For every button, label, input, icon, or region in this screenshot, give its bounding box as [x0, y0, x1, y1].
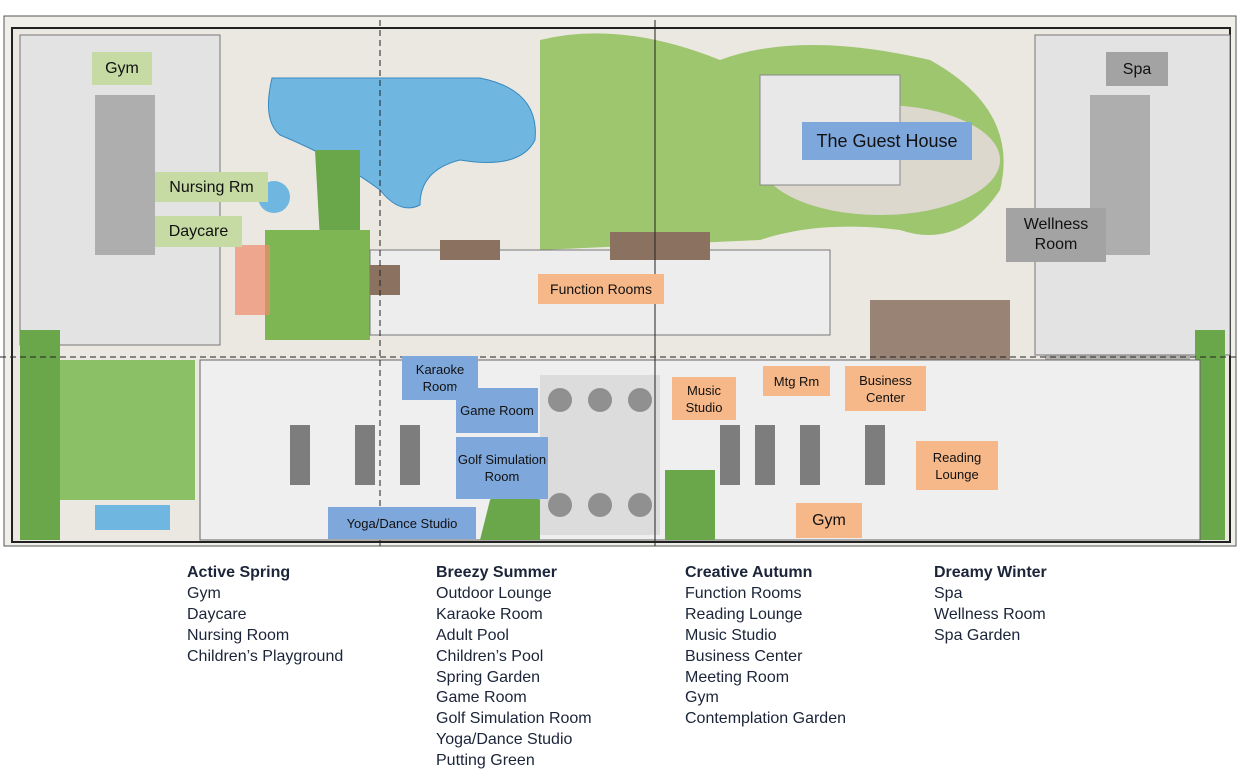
label-wellness-room: Wellness Room: [1006, 208, 1106, 262]
label-golf-simulation-room: Golf Simulation Room: [456, 437, 548, 499]
label-game-room: Game Room: [456, 388, 538, 433]
legend-dreamy-winter: Dreamy Winter Spa Wellness Room Spa Gard…: [934, 563, 1047, 647]
legend-breezy-summer: Breezy Summer Outdoor Lounge Karaoke Roo…: [436, 563, 592, 772]
legend-item: Outdoor Lounge: [436, 584, 552, 602]
label-music-studio: Music Studio: [672, 377, 736, 420]
legend-item: Game Room: [436, 689, 527, 707]
label-reading-lounge: Reading Lounge: [916, 441, 998, 490]
label-yoga-dance-studio: Yoga/Dance Studio: [328, 507, 476, 539]
legend-item: Spa: [934, 584, 963, 602]
legend-item: Spring Garden: [436, 668, 541, 686]
label-gym-west: Gym: [92, 52, 152, 85]
spring-garden: [265, 230, 370, 340]
label-daycare: Daycare: [155, 216, 242, 247]
legend-item: Children’s Playground: [187, 647, 344, 665]
label-spa: Spa: [1106, 52, 1168, 86]
legend-title: Dreamy Winter: [934, 564, 1047, 581]
playground: [235, 245, 270, 315]
label-function-rooms: Function Rooms: [538, 274, 664, 304]
legend-item: Adult Pool: [436, 626, 509, 644]
legend-item: Contemplation Garden: [685, 710, 846, 728]
legend-item: Gym: [187, 584, 221, 602]
label-meeting-room: Mtg Rm: [763, 366, 830, 396]
legend-item: Children’s Pool: [436, 647, 544, 665]
legend-item: Reading Lounge: [685, 605, 803, 623]
legend-item: Gym: [685, 689, 719, 707]
legend-item: Nursing Room: [187, 626, 290, 644]
legend-title: Creative Autumn: [685, 564, 813, 581]
legend-item: Daycare: [187, 605, 247, 623]
legend-title: Active Spring: [187, 564, 291, 581]
legend-item: Putting Green: [436, 752, 535, 770]
legend-item: Karaoke Room: [436, 605, 543, 623]
legend-creative-autumn: Creative Autumn Function Rooms Reading L…: [685, 563, 846, 730]
label-nursing-room: Nursing Rm: [155, 172, 268, 202]
legend-active-spring: Active Spring Gym Daycare Nursing Room C…: [187, 563, 343, 668]
legend-item: Wellness Room: [934, 605, 1046, 623]
label-gym-east: Gym: [796, 503, 862, 538]
legend-item: Spa Garden: [934, 626, 1021, 644]
adult-pool: [267, 77, 536, 209]
legend-title: Breezy Summer: [436, 564, 557, 581]
legend-item: Business Center: [685, 647, 803, 665]
label-business-center: Business Center: [845, 366, 926, 411]
legend-item: Golf Simulation Room: [436, 710, 592, 728]
legend-item: Music Studio: [685, 626, 777, 644]
label-guest-house: The Guest House: [802, 122, 972, 160]
legend-item: Function Rooms: [685, 584, 802, 602]
legend-item: Meeting Room: [685, 668, 790, 686]
putting-green: [60, 360, 195, 500]
legend-item: Yoga/Dance Studio: [436, 731, 573, 749]
